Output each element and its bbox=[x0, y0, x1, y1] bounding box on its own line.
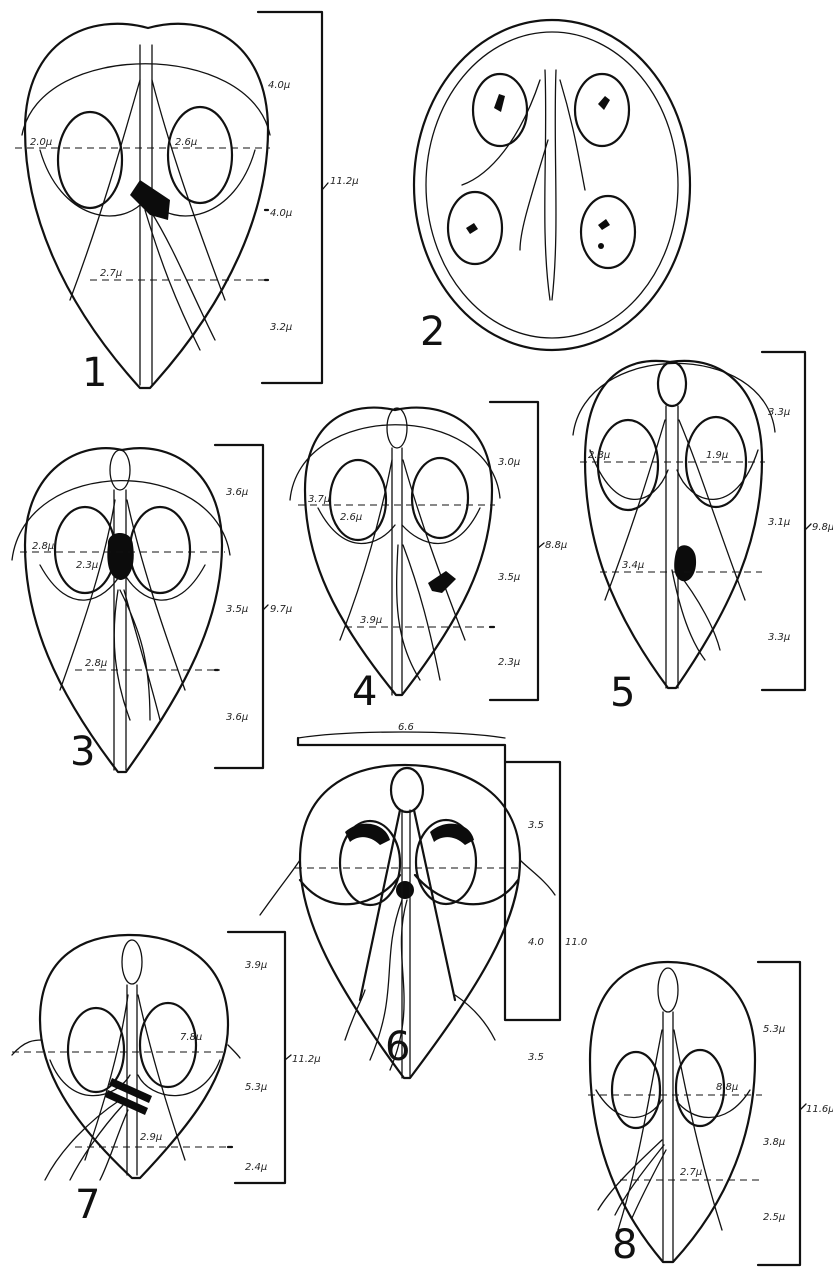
figure-number: 5 bbox=[610, 670, 635, 716]
fig3-measure: 2.8μ bbox=[85, 658, 107, 669]
fig1-measure: 2.0μ bbox=[30, 137, 52, 148]
fig4-measure: 3.0μ bbox=[498, 457, 520, 468]
fig7-total-length: 11.2μ bbox=[292, 1054, 321, 1065]
fig7-measure: 3.9μ bbox=[245, 960, 267, 971]
fig1-measure: 3.2μ bbox=[270, 322, 292, 333]
figure-4-trophozoite: 3.0μ 3.5μ 2.3μ 8.8μ 3.7μ 2.6μ 3.9μ 4 bbox=[290, 402, 567, 715]
figure-number: 6 bbox=[385, 1024, 410, 1070]
fig3-total-length: 9.7μ bbox=[270, 604, 292, 615]
figure-1-trophozoite: 4.0μ 4.0μ 3.2μ 11.2μ 2.0μ 2.6μ 2.7μ 1 bbox=[15, 12, 359, 396]
fig8-measure: 5.3μ bbox=[763, 1024, 785, 1035]
figure-3-trophozoite: 3.6μ 3.5μ 3.6μ 9.7μ 2.8μ 2.3μ 2.8μ 3 bbox=[12, 445, 292, 775]
figure-number: 8 bbox=[612, 1222, 637, 1268]
fig8-measure: 2.7μ bbox=[680, 1167, 702, 1178]
fig3-measure: 3.6μ bbox=[226, 712, 248, 723]
figure-6-trophozoite: 6.6 3.5 4.0 3.5 11.0 6 bbox=[260, 722, 587, 1078]
fig6-measure: 3.5 bbox=[528, 1052, 544, 1063]
figure-number: 4 bbox=[352, 669, 377, 715]
fig3-measure: 2.3μ bbox=[76, 560, 98, 571]
fig6-measure: 6.6 bbox=[398, 722, 414, 733]
fig4-measure: 3.9μ bbox=[360, 615, 382, 626]
fig7-measure: 5.3μ bbox=[245, 1082, 267, 1093]
figure-8-trophozoite: 5.3μ 3.8μ 2.5μ 11.6μ 8.8μ 2.7μ 8 bbox=[588, 962, 833, 1268]
fig1-measure: 4.0μ bbox=[270, 208, 292, 219]
fig4-measure: 3.7μ bbox=[308, 494, 330, 505]
fig5-total-length: 9.8μ bbox=[812, 522, 833, 533]
fig8-measure: 8.8μ bbox=[716, 1082, 738, 1093]
fig3-measure: 3.6μ bbox=[226, 487, 248, 498]
figure-5-trophozoite: 3.3μ 3.1μ 3.3μ 9.8μ 2.8μ 1.9μ 3.4μ 5 bbox=[573, 352, 833, 716]
fig5-measure: 3.3μ bbox=[768, 407, 790, 418]
fig8-measure: 3.8μ bbox=[763, 1137, 785, 1148]
figure-number: 3 bbox=[70, 729, 95, 775]
fig6-measure: 3.5 bbox=[528, 820, 544, 831]
fig7-measure: 2.9μ bbox=[140, 1132, 162, 1143]
figure-number: 7 bbox=[75, 1182, 100, 1228]
fig5-measure: 3.1μ bbox=[768, 517, 790, 528]
fig5-measure: 2.8μ bbox=[588, 450, 610, 461]
fig4-total-length: 8.8μ bbox=[545, 540, 567, 551]
fig7-measure: 2.4μ bbox=[245, 1162, 267, 1173]
figure-2-cyst: 2 bbox=[414, 20, 690, 355]
fig8-total-length: 11.6μ bbox=[806, 1104, 833, 1115]
fig4-measure: 3.5μ bbox=[498, 572, 520, 583]
fig1-measure: 2.7μ bbox=[100, 268, 122, 279]
fig1-measure: 2.6μ bbox=[175, 137, 197, 148]
fig4-measure: 2.6μ bbox=[340, 512, 362, 523]
fig5-measure: 1.9μ bbox=[706, 450, 728, 461]
fig6-total-length: 11.0 bbox=[565, 937, 587, 948]
fig8-measure: 2.5μ bbox=[763, 1212, 785, 1223]
figure-number: 2 bbox=[420, 309, 445, 355]
fig7-measure: 7.8μ bbox=[180, 1032, 202, 1043]
fig1-total-length: 11.2μ bbox=[330, 176, 359, 187]
fig3-measure: 2.8μ bbox=[32, 541, 54, 552]
fig3-measure: 3.5μ bbox=[226, 604, 248, 615]
figure-number: 1 bbox=[82, 350, 107, 396]
fig4-measure: 2.3μ bbox=[498, 657, 520, 668]
fig5-measure: 3.3μ bbox=[768, 632, 790, 643]
fig6-measure: 4.0 bbox=[528, 937, 544, 948]
fig1-measure: 4.0μ bbox=[268, 80, 290, 91]
figure-7-trophozoite: 3.9μ 5.3μ 2.4μ 11.2μ 7.8μ 2.9μ 7 bbox=[12, 932, 321, 1228]
fig5-measure: 3.4μ bbox=[622, 560, 644, 571]
